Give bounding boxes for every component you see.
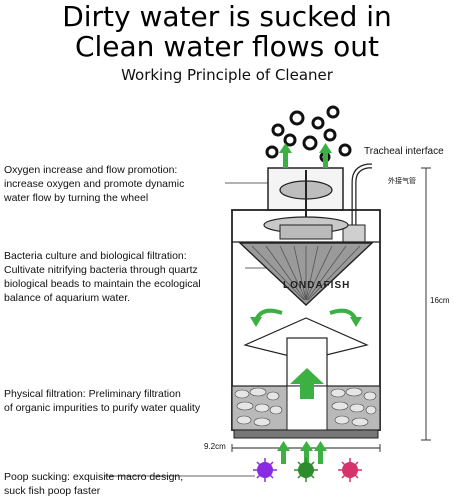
title-line-2: Clean water flows out — [74, 30, 380, 63]
note-poop: Poop sucking: exquisite macro design, su… — [4, 470, 244, 498]
note-bacteria-line4: balance of aquarium water. — [4, 292, 131, 304]
arrow-up-top-left — [279, 143, 292, 168]
note-bacteria-line1: Bacteria culture and biological filtrati… — [4, 250, 187, 262]
tracheal-interface-label: Tracheal interface — [364, 146, 444, 157]
air-tube — [351, 163, 372, 230]
height-label: 16cm — [430, 296, 450, 305]
subtitle: Working Principle of Cleaner — [121, 66, 333, 84]
note-physical-line1: Physical filtration: Preliminary filtrat… — [4, 388, 181, 400]
arrow-up-chamber — [290, 368, 324, 399]
note-bacteria-line2: Cultivate nitrifying bacteria through qu… — [4, 264, 198, 276]
germ-green-icon — [294, 458, 318, 482]
arrow-up-intake-1 — [277, 441, 290, 464]
note-physical-line2: of organic impurities to purify water qu… — [4, 402, 201, 414]
note-oxygen-line1: Oxygen increase and flow promotion: — [4, 164, 178, 176]
flow-arrows — [277, 143, 332, 464]
brand-label: LONDAFISH — [283, 280, 351, 291]
note-poop-line2: suck fish poop faster — [4, 485, 101, 497]
base-plate — [233, 429, 379, 439]
germ-purple-icon — [253, 458, 277, 482]
title-line-1: Dirty water is sucked in — [62, 0, 392, 33]
note-oxygen: Oxygen increase and flow promotion: incr… — [4, 163, 244, 205]
note-bacteria-line3: biological beads to maintain the ecologi… — [4, 278, 201, 290]
note-oxygen-line2: increase oxygen and promote dynamic — [4, 178, 185, 190]
note-physical: Physical filtration: Preliminary filtrat… — [4, 387, 244, 415]
height-dimension — [421, 167, 431, 441]
width-label: 9.2cm — [204, 442, 226, 451]
tracheal-interface-label-cn: 外接气管 — [388, 178, 416, 185]
arrow-up-intake-3 — [314, 441, 327, 464]
arrow-up-intake-2 — [300, 441, 313, 464]
arrow-up-top-right — [319, 143, 332, 168]
germ-pink-icon — [338, 458, 362, 482]
note-oxygen-line3: water flow by turning the wheel — [4, 192, 149, 204]
note-poop-line1: Poop sucking: exquisite macro design, — [4, 471, 184, 483]
note-bacteria: Bacteria culture and biological filtrati… — [4, 249, 244, 305]
